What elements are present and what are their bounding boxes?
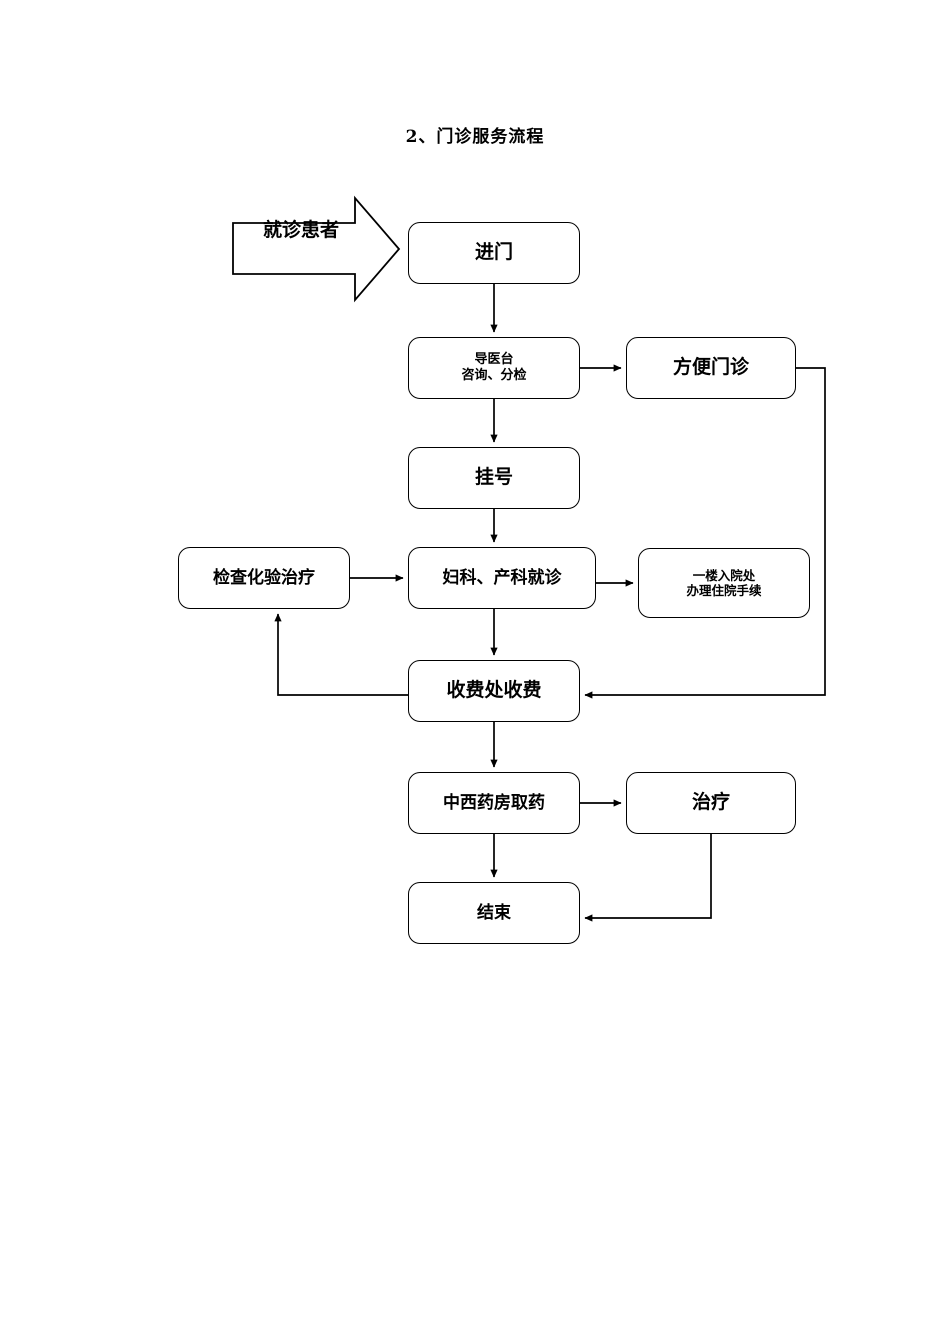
node-convenient-clinic-label: 方便门诊 (672, 356, 749, 379)
node-guidance[interactable]: 导医台 咨询、分检 (408, 337, 580, 399)
node-admission-label: 一楼入院处 办理住院手续 (686, 567, 762, 598)
edge-cashier-to-exam (274, 613, 408, 696)
node-pharmacy[interactable]: 中西药房取药 (408, 772, 580, 834)
node-register-label: 挂号 (474, 466, 513, 489)
entry-label: 就诊患者 (262, 219, 339, 241)
node-pharmacy-label: 中西药房取药 (443, 792, 545, 813)
node-admission[interactable]: 一楼入院处 办理住院手续 (638, 548, 810, 618)
node-end-label: 结束 (477, 902, 511, 923)
node-treatment-label: 治疗 (691, 791, 730, 814)
node-clinic[interactable]: 妇科、产科就诊 (408, 547, 596, 609)
page-title: 2、门诊服务流程 (405, 127, 545, 147)
node-exam[interactable]: 检查化验治疗 (178, 547, 350, 609)
edge-treatment-to-end (584, 834, 712, 922)
node-clinic-label: 妇科、产科就诊 (442, 567, 562, 588)
node-cashier[interactable]: 收费处收费 (408, 660, 580, 722)
node-treatment[interactable]: 治疗 (626, 772, 796, 834)
node-exam-label: 检查化验治疗 (213, 567, 315, 588)
entry-block-arrow: 就诊患者 (228, 194, 404, 304)
node-enter-label: 进门 (474, 241, 513, 264)
edge-convenient-to-cashier (584, 367, 826, 699)
block-arrow-icon (232, 195, 401, 303)
node-register[interactable]: 挂号 (408, 447, 580, 509)
node-convenient-clinic[interactable]: 方便门诊 (626, 337, 796, 399)
node-enter[interactable]: 进门 (408, 222, 580, 284)
node-cashier-label: 收费处收费 (446, 679, 542, 702)
node-guidance-label: 导医台 咨询、分检 (461, 352, 527, 383)
node-end[interactable]: 结束 (408, 882, 580, 944)
